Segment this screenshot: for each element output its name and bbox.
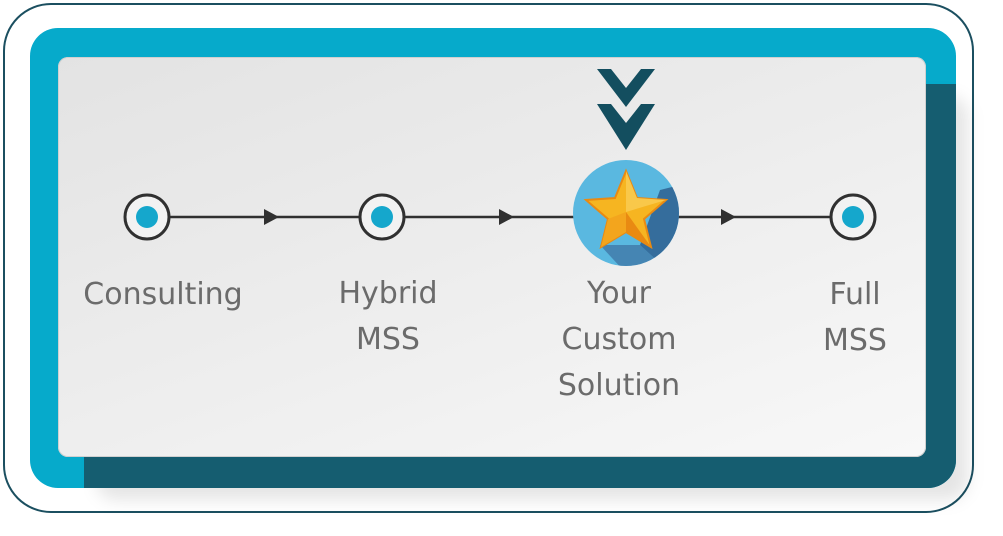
- content-panel: [58, 57, 926, 457]
- step-label-full-mss: Full MSS: [823, 277, 887, 358]
- star-icon: [573, 160, 679, 266]
- step-marker-full-mss: [829, 193, 877, 241]
- connector-2: [404, 209, 578, 225]
- step-marker-consulting: [123, 193, 171, 241]
- arrow-right-icon: [499, 209, 514, 225]
- connector-1: [170, 209, 360, 225]
- step-label-consulting: Consulting: [83, 277, 243, 312]
- step-label-hybrid-mss: Hybrid MSS: [338, 276, 438, 357]
- arrow-right-icon: [721, 209, 736, 225]
- step-marker-hybrid-mss: [358, 193, 406, 241]
- arrow-right-icon: [264, 209, 279, 225]
- double-chevron-down-icon: [597, 69, 655, 150]
- connector-3: [676, 209, 832, 225]
- step-label-custom-solution: Your Custom Solution: [557, 276, 681, 403]
